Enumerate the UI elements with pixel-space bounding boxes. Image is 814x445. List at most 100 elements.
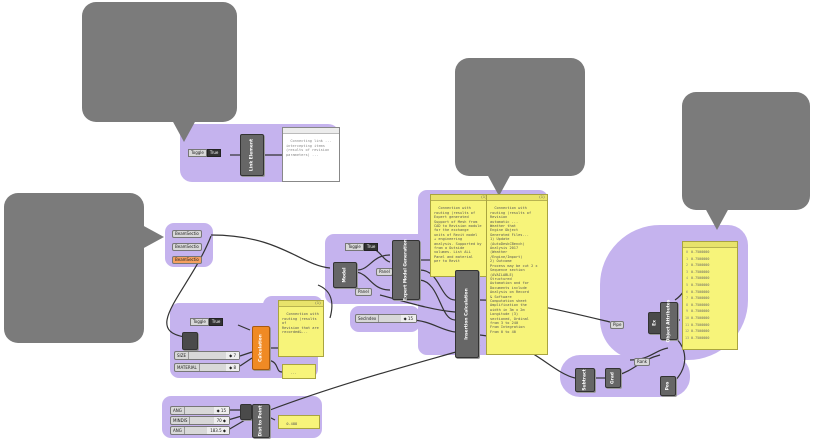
list-index: 3: [685, 269, 689, 274]
list-value: 0.7500000: [691, 263, 710, 268]
dist-to-point-component[interactable]: Dist to Point: [252, 404, 270, 438]
toggle-label: Toggle: [345, 243, 364, 251]
link-element-component[interactable]: Link Element: [240, 134, 264, 176]
slider-label: SIZE: [175, 352, 189, 359]
dist-output-panel[interactable]: 0.488: [278, 415, 320, 429]
component-title: Ex: [652, 320, 658, 326]
insertion-note-panel[interactable]: (1) Connection with routing (results of R…: [486, 194, 548, 355]
dist-small-component[interactable]: [240, 404, 252, 420]
toggle-value[interactable]: True: [208, 318, 224, 326]
list-index: 12: [684, 329, 690, 334]
component-title: Pos: [665, 381, 671, 391]
insertion-calculation-component[interactable]: Insertion Calculation: [455, 270, 479, 358]
panel-header: (1): [487, 195, 547, 201]
mindis-slider[interactable]: MINDIS 70 ◆: [170, 416, 230, 425]
list-index: 11: [684, 322, 690, 327]
list-value: 0.7500000: [691, 322, 710, 327]
list-index: 0: [685, 250, 689, 254]
ang-slider[interactable]: ANG ◆ 15: [170, 406, 230, 415]
list-index: 7: [685, 296, 689, 301]
ang2-slider[interactable]: ANG 183.5 ◆: [170, 426, 230, 435]
output-text: 0.488: [286, 422, 298, 427]
size-slider[interactable]: SIZE ◆ 7: [174, 351, 240, 360]
small-component[interactable]: [182, 332, 198, 350]
list-value: 0.7500000: [691, 329, 710, 334]
slider-value[interactable]: ◆ 15: [400, 315, 416, 322]
list-value: 0.7500000: [691, 335, 710, 340]
expert-toggle[interactable]: Toggle True: [345, 243, 379, 251]
slider-value[interactable]: ◆ 15: [213, 407, 229, 414]
list-index: 2: [685, 263, 689, 268]
slider-value[interactable]: ◆ 7: [226, 352, 239, 359]
calc-note-panel[interactable]: (1)Connection with routing (results of R…: [278, 300, 324, 357]
material-slider[interactable]: MATERIAL ◆ 8: [174, 363, 240, 372]
component-title: Object Attributes: [666, 299, 672, 343]
slider-label: MINDIS: [171, 417, 191, 424]
beam-section-param[interactable]: BeamSectio: [172, 256, 202, 264]
note-text: Connecting link ... intercepting items (…: [286, 139, 332, 157]
panel-header: [683, 242, 737, 248]
calc-output-panel[interactable]: ...: [282, 364, 316, 379]
slider-label: ANG: [171, 407, 185, 414]
subtract-component[interactable]: Subtract: [575, 368, 595, 392]
link-toggle[interactable]: Toggle True: [188, 149, 222, 157]
list-value: 0.7500000: [691, 269, 710, 274]
object-param-b[interactable]: Rank: [634, 358, 650, 366]
list-value: 0.7500000: [691, 282, 710, 287]
toggle-label: Toggle: [188, 149, 207, 157]
slider-value[interactable]: ◆ 8: [226, 364, 239, 371]
pos-component[interactable]: Pos: [660, 376, 676, 396]
toggle-value[interactable]: True: [363, 243, 379, 251]
toggle-label: Toggle: [190, 318, 209, 326]
screenshot-bubble-top: [82, 2, 237, 122]
object-param-a[interactable]: Pipe: [610, 321, 625, 329]
list-index: 9: [685, 309, 689, 314]
list-value: 0.7500000: [691, 302, 710, 307]
expert-param-b[interactable]: Panel: [376, 268, 393, 276]
screenshot-bubble-left: [4, 193, 144, 343]
slider-label: SecIndex: [356, 315, 380, 322]
slider-value[interactable]: 70 ◆: [213, 417, 229, 424]
expert-param-a[interactable]: Panel: [355, 288, 372, 296]
list-index: 8: [685, 302, 689, 307]
list-index: 4: [685, 276, 689, 281]
component-title: Calculation: [258, 334, 264, 362]
bubble-tail: [705, 208, 729, 230]
wire: [210, 234, 331, 269]
output-text: ...: [290, 371, 297, 376]
expert-model-generation-component[interactable]: Expert Model Generation: [392, 239, 420, 301]
note-text: Connection with routing (results of Revi…: [282, 312, 319, 335]
slider-label: ANG: [171, 427, 185, 434]
expert-note-panel[interactable]: (1)Connection with routing (results of E…: [430, 194, 490, 277]
list-index: 5: [685, 282, 689, 287]
list-index: 6: [685, 289, 689, 294]
screenshot-bubble-center: [455, 58, 585, 176]
calc-toggle[interactable]: Toggle True: [190, 318, 224, 326]
slider-value[interactable]: 183.5 ◆: [207, 427, 229, 434]
link-note-panel[interactable]: Connecting link ... intercepting items (…: [282, 127, 340, 182]
section-index-slider[interactable]: SecIndex ◆ 15: [355, 314, 417, 323]
list-value: 0.7500000: [691, 309, 710, 314]
model-component[interactable]: Model: [333, 262, 357, 288]
list-value: 0.7500000: [691, 289, 710, 294]
beam-section-param[interactable]: BeamSectio: [172, 230, 202, 238]
list-value: 0.7500000: [691, 296, 710, 301]
note-text: Connection with routing (results of Revi…: [490, 206, 538, 334]
list-value: 0.7500000: [691, 276, 710, 281]
bubble-tail: [487, 174, 511, 196]
beam-section-param[interactable]: BeamSectio: [172, 243, 202, 251]
grad-component[interactable]: Grad: [605, 368, 621, 388]
toggle-value[interactable]: True: [206, 149, 222, 157]
calculation-component[interactable]: Calculation: [252, 326, 270, 370]
bubble-tail: [172, 120, 196, 142]
object-attributes-component[interactable]: Object Attributes: [660, 299, 678, 343]
component-title: Expert Model Generation: [403, 239, 409, 301]
